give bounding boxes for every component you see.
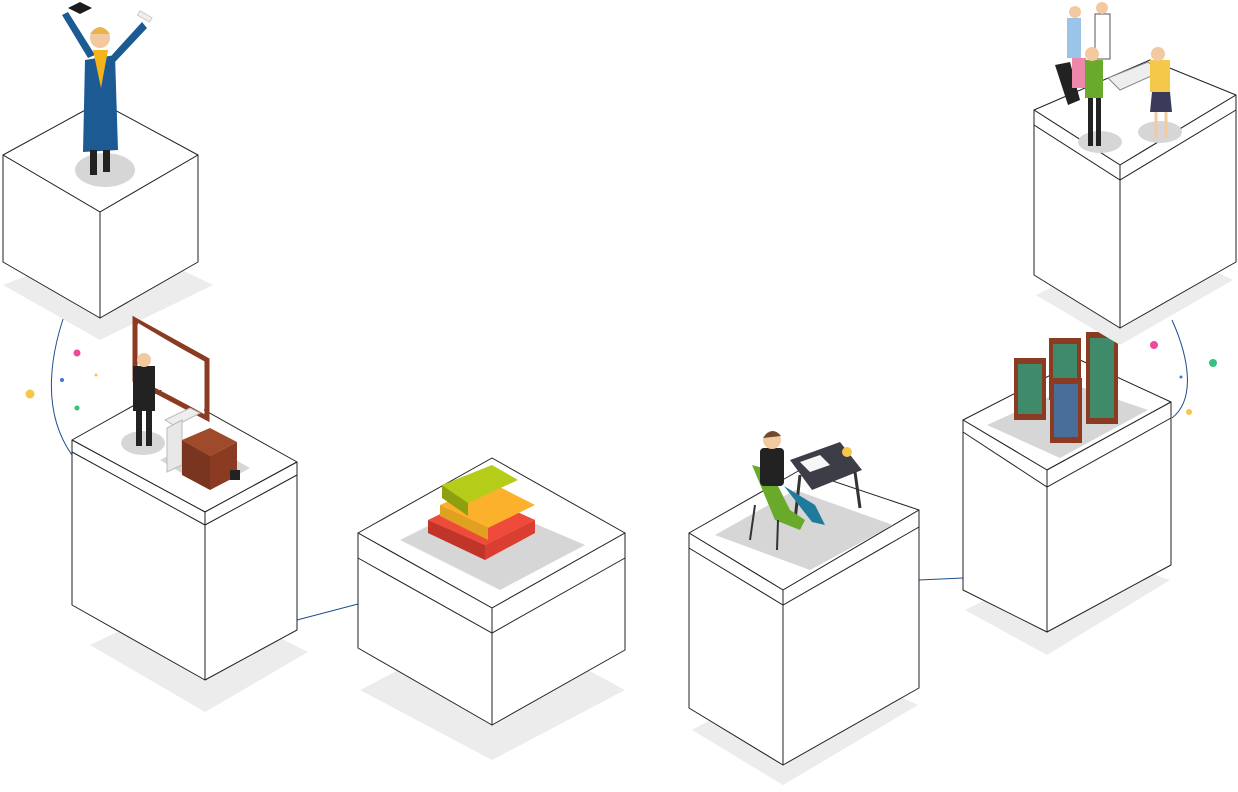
book-stack bbox=[428, 465, 535, 560]
connector-line bbox=[50, 299, 73, 456]
stage-teacher bbox=[71, 315, 308, 712]
stage-books bbox=[357, 457, 626, 760]
confetti bbox=[25, 341, 1217, 415]
bookshelf-group bbox=[1014, 332, 1118, 443]
stage-student-desk bbox=[688, 430, 920, 785]
stage-team-meeting bbox=[1033, 2, 1237, 345]
teacher-figure bbox=[132, 315, 240, 490]
connector-line bbox=[1171, 319, 1188, 419]
stage-graduate bbox=[2, 2, 213, 340]
connector-line bbox=[918, 577, 964, 581]
stage-bookshelves bbox=[962, 332, 1172, 655]
team-figures bbox=[1055, 2, 1172, 146]
connector-line bbox=[296, 603, 359, 621]
student-figure bbox=[749, 430, 862, 551]
graduate-figure bbox=[62, 2, 153, 175]
